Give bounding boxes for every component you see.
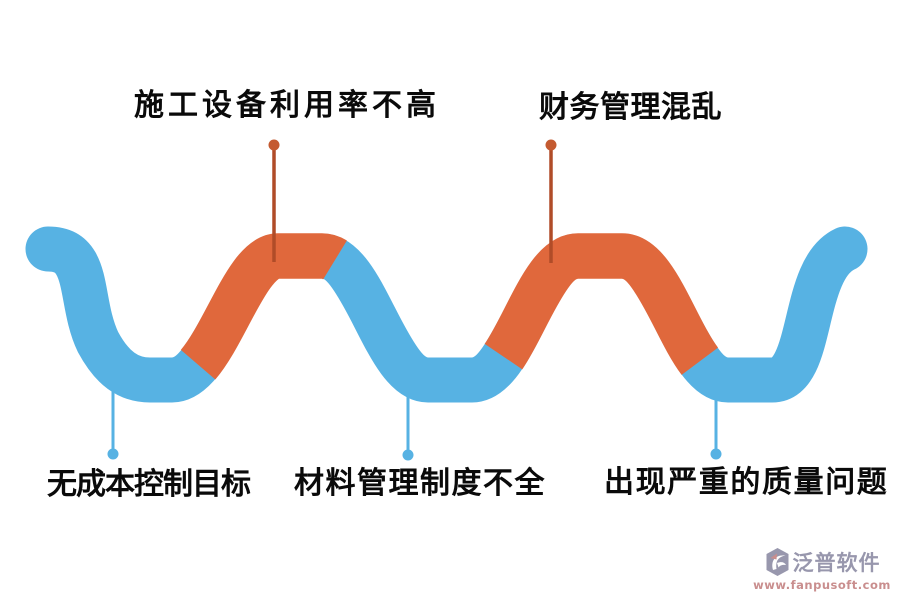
fanpu-logo-url: www.fanpusoft.com [753, 578, 891, 592]
leader-dot-equipment [268, 139, 280, 151]
wave-ribbon-blue [25, 226, 868, 403]
fanpu-logo-text: 泛普软件 [792, 551, 881, 575]
leader-dot-finance [545, 139, 557, 151]
leader-dot-cost [107, 448, 119, 460]
label-finance-chaos: 财务管理混乱 [539, 90, 722, 125]
label-material-system: 材料管理制度不全 [294, 466, 546, 501]
label-no-cost-control: 无成本控制目标 [47, 467, 251, 502]
fanpu-logo: 泛普软件 www.fanpusoft.com [753, 547, 891, 592]
leader-dot-quality [710, 448, 722, 460]
fanpu-logo-icon [766, 548, 788, 576]
label-quality-problems: 出现严重的质量问题 [604, 465, 889, 500]
leader-dot-material [402, 449, 414, 461]
label-equipment-utilization: 施工设备利用率不高 [134, 88, 440, 123]
